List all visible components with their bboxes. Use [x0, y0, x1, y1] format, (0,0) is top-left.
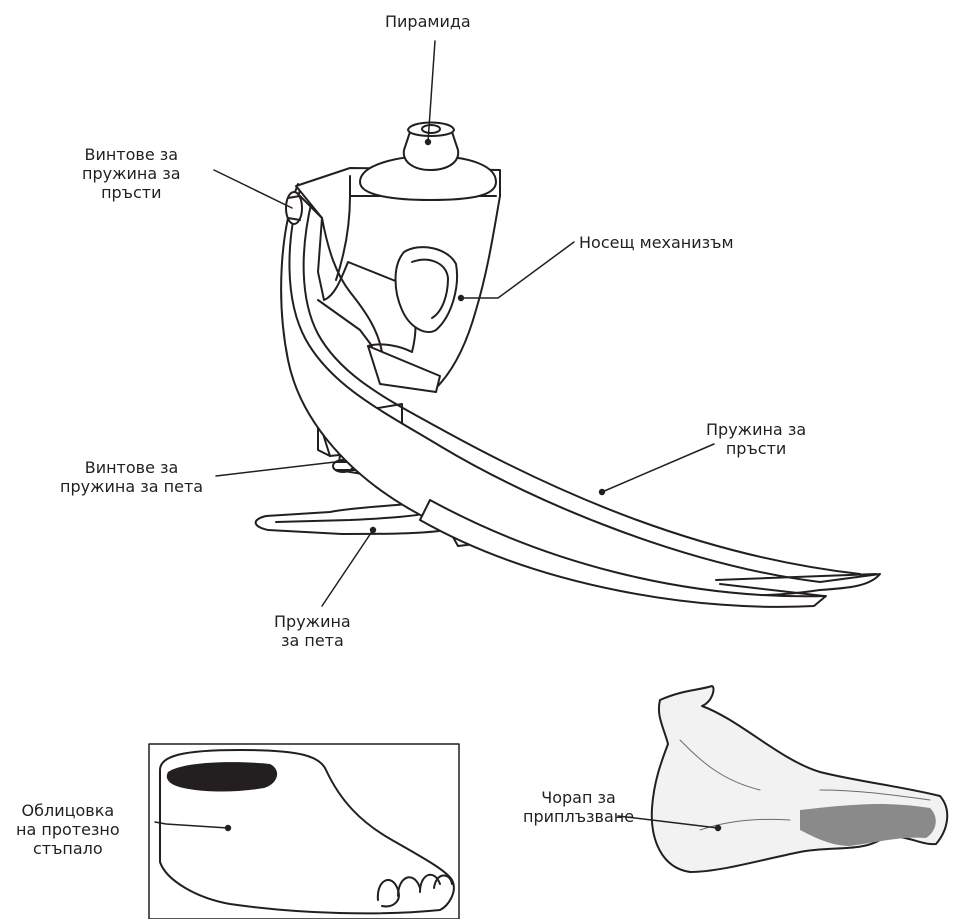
toe-spring-leader	[602, 444, 714, 492]
heel-screws-leader	[216, 462, 335, 476]
heel-spring-leader	[322, 530, 373, 606]
toe-spring-screws-label: Винтове за пружина за пръсти	[82, 145, 181, 202]
spectra-sock-label: Чорап за приплъзване	[523, 788, 634, 826]
heel-spring-label: Пружина за пета	[274, 612, 351, 650]
pyramid-label: Пирамида	[385, 12, 471, 31]
foot-shell-drawing	[149, 744, 459, 919]
carrier-label: Носещ механизъм	[579, 233, 734, 252]
foot-shell-label: Облицовка на протезно стъпало	[16, 801, 120, 858]
heel-spring-screws-label: Винтове за пружина за пета	[60, 458, 203, 496]
toe-spring-label: Пружина за пръсти	[706, 420, 806, 458]
toe-screws-leader	[214, 170, 292, 208]
sock-drawing	[652, 686, 947, 872]
